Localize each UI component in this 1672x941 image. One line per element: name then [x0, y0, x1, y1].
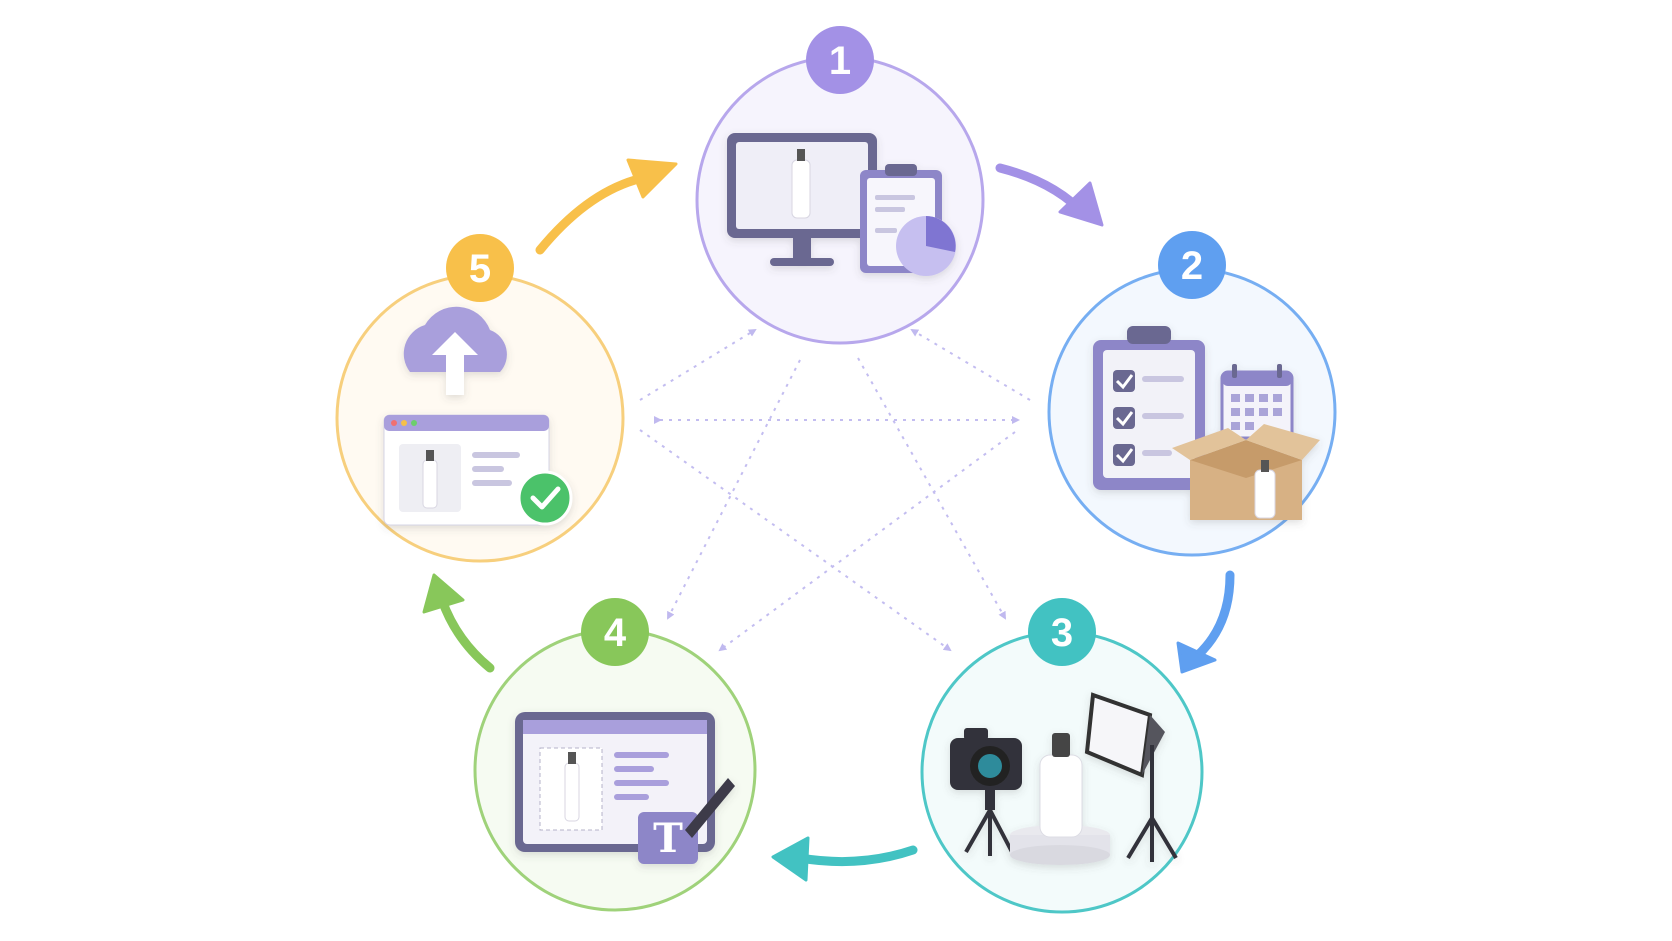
dashed-line-2-4 [718, 431, 1016, 652]
calendar-icon [1220, 364, 1294, 440]
cloud-upload-browser-check-icon [383, 306, 573, 526]
step-1-badge: 1 [806, 26, 874, 94]
bottle-icon [791, 149, 811, 219]
arrow-1-to-2 [995, 163, 1104, 227]
dashed-line-5-1 [639, 328, 757, 401]
step-4-number: 4 [604, 611, 627, 655]
flow-arrows [422, 158, 1235, 882]
step-3-badge: 3 [1028, 598, 1096, 666]
dashed-connections [639, 328, 1031, 652]
dashed-line-2-1 [910, 328, 1031, 401]
camera-icon [950, 728, 1022, 856]
checklist-calendar-box-icon [1093, 326, 1320, 520]
step-2-badge: 2 [1158, 231, 1226, 299]
step-1-number: 1 [829, 39, 851, 83]
tablet-editor-text-icon: T [515, 712, 735, 864]
arrow-3-to-4 [771, 836, 918, 882]
step-5-badge: 5 [446, 234, 514, 302]
cloud-upload-icon [403, 306, 507, 395]
dashed-line-5-3 [639, 429, 952, 652]
checkbox-3-icon [1113, 444, 1135, 466]
step-4-badge: 4 [581, 598, 649, 666]
step-2-number: 2 [1181, 244, 1203, 288]
checkbox-2-icon [1113, 407, 1135, 429]
softbox-icon [1084, 692, 1178, 862]
arrow-5-to-1 [535, 158, 678, 255]
box-icon [1172, 424, 1320, 520]
step-3-number: 3 [1051, 611, 1073, 655]
dashed-line-1-4 [667, 359, 801, 620]
podium-bottle-icon [1010, 733, 1110, 865]
dashed-line-1-3 [857, 357, 1006, 620]
text-tool-icon: T [653, 815, 683, 862]
arrow-4-to-5 [422, 573, 495, 673]
camera-bottle-softbox-icon [950, 692, 1178, 865]
monitor-clipboard-chart-icon [727, 133, 956, 276]
checkbox-1-icon [1113, 370, 1135, 392]
check-icon [517, 470, 573, 526]
arrow-2-to-3 [1176, 570, 1235, 674]
step-5-number: 5 [469, 247, 491, 291]
